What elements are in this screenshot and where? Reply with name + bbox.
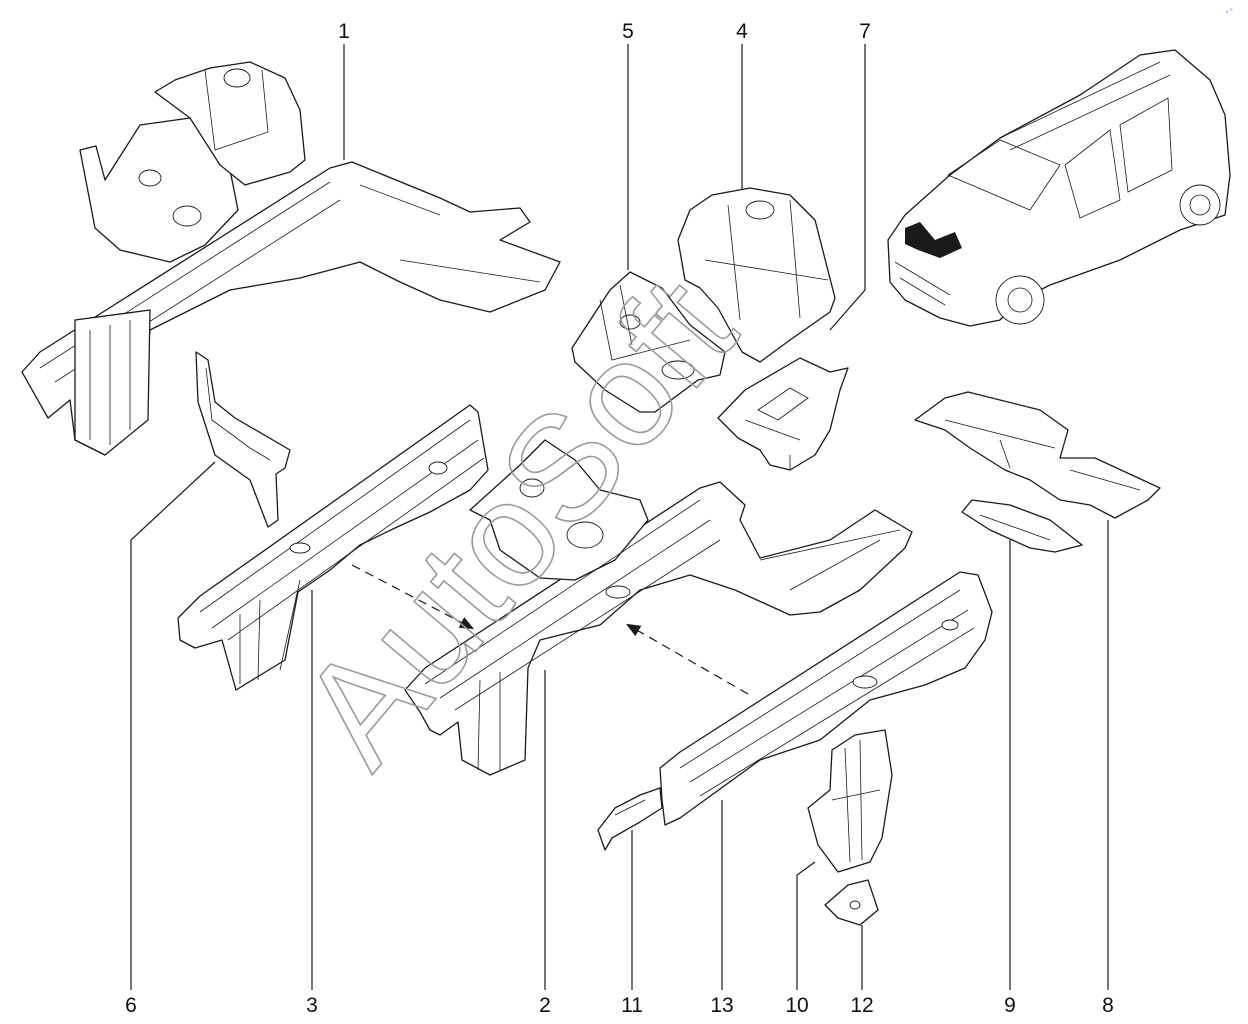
callout-9: 9	[1004, 994, 1016, 1017]
part-8-floor-panel[interactable]	[914, 391, 1161, 519]
part-4-strut-tower[interactable]	[677, 187, 836, 363]
callout-8: 8	[1102, 994, 1114, 1017]
part-13-side-member[interactable]	[659, 571, 993, 826]
callout-7: 7	[859, 20, 871, 43]
callout-12: 12	[850, 994, 873, 1017]
callout-5: 5	[622, 20, 634, 43]
callout-4: 4	[736, 20, 748, 43]
part-11-clip[interactable]	[597, 787, 663, 851]
assembly-arrow-right	[625, 623, 749, 695]
leader-lines	[130, 44, 1109, 990]
callout-10: 10	[785, 994, 808, 1017]
callout-6: 6	[125, 994, 137, 1017]
callout-11: 11	[621, 994, 643, 1017]
part-9-plate[interactable]	[961, 499, 1083, 553]
part-5-wheel-arch[interactable]	[571, 271, 726, 413]
part-3-side-member[interactable]	[177, 404, 489, 691]
callout-1: 1	[338, 20, 350, 43]
part-10-reinforcement[interactable]	[807, 729, 893, 873]
callout-3: 3	[306, 994, 318, 1017]
vehicle-illustration	[887, 49, 1231, 327]
part-7-bracket[interactable]	[717, 357, 849, 471]
part-2-longitudinal-assembly[interactable]	[404, 439, 913, 776]
callout-13: 13	[710, 994, 733, 1017]
assembly-arrow-left	[351, 564, 475, 630]
part-6-bracket[interactable]	[195, 351, 291, 528]
part-12-bracket[interactable]	[824, 879, 879, 926]
callout-2: 2	[539, 994, 551, 1017]
corner-mark: ° °	[1225, 7, 1236, 18]
part-1-front-subassembly[interactable]	[21, 61, 561, 456]
